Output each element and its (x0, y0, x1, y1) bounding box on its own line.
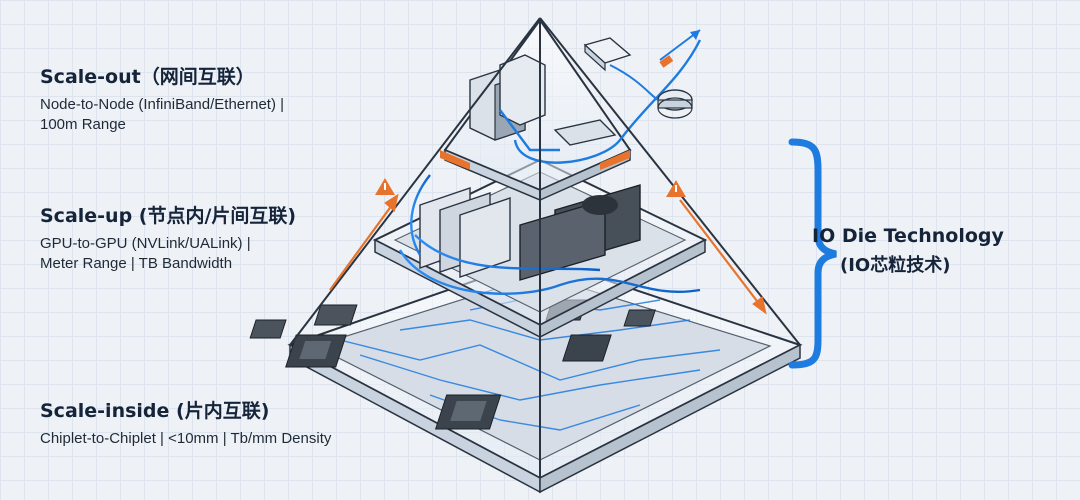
scale-up-desc-line2: Meter Range | TB Bandwidth (40, 255, 233, 272)
chip-icon (434, 394, 502, 430)
chip-icon (562, 334, 612, 362)
scale-out-title: Scale-out（网间互联） (40, 66, 255, 88)
brace-icon (788, 138, 837, 369)
gpu-card-icon (519, 184, 641, 281)
scale-out-label-block: Scale-out（网间互联） Node-to-Node (InfiniBand… (40, 62, 284, 135)
warning-icon (375, 178, 686, 197)
scale-inside-label-block: Scale-inside (片内互联) Chiplet-to-Chiplet |… (40, 396, 331, 449)
scale-inside-desc-line1: Chiplet-to-Chiplet | <10mm | Tb/mm Densi… (40, 430, 332, 447)
scale-out-description: Node-to-Node (InfiniBand/Ethernet) | 100… (40, 95, 284, 135)
scale-up-title: Scale-up (节点内/片间互联) (40, 205, 297, 227)
scale-up-desc-line1: GPU-to-GPU (NVLink/UALink) | (40, 235, 251, 252)
network-switch-icon (583, 37, 632, 72)
tier-scale-out-layer (440, 18, 702, 202)
scale-out-desc-line1: Node-to-Node (InfiniBand/Ethernet) | (40, 96, 285, 113)
io-die-title: IO Die Technology (812, 225, 1004, 247)
server-rack-icon (469, 54, 546, 141)
io-die-technology-label: IO Die Technology (IO芯粒技术) (812, 225, 1004, 277)
scale-up-label-block: Scale-up (节点内/片间互联) GPU-to-GPU (NVLink/U… (40, 201, 296, 274)
scale-inside-title: Scale-inside (片内互联) (40, 400, 270, 422)
network-switch-icon (553, 119, 617, 146)
scale-inside-description: Chiplet-to-Chiplet | <10mm | Tb/mm Densi… (40, 429, 331, 449)
scale-up-description: GPU-to-GPU (NVLink/UALink) | Meter Range… (40, 234, 296, 274)
router-icon (657, 89, 693, 119)
io-die-subtitle: (IO芯粒技术) (840, 255, 951, 276)
scale-direction-arrows (329, 193, 767, 315)
chip-icon (285, 334, 347, 368)
scale-out-desc-line2: 100m Range (40, 116, 126, 133)
